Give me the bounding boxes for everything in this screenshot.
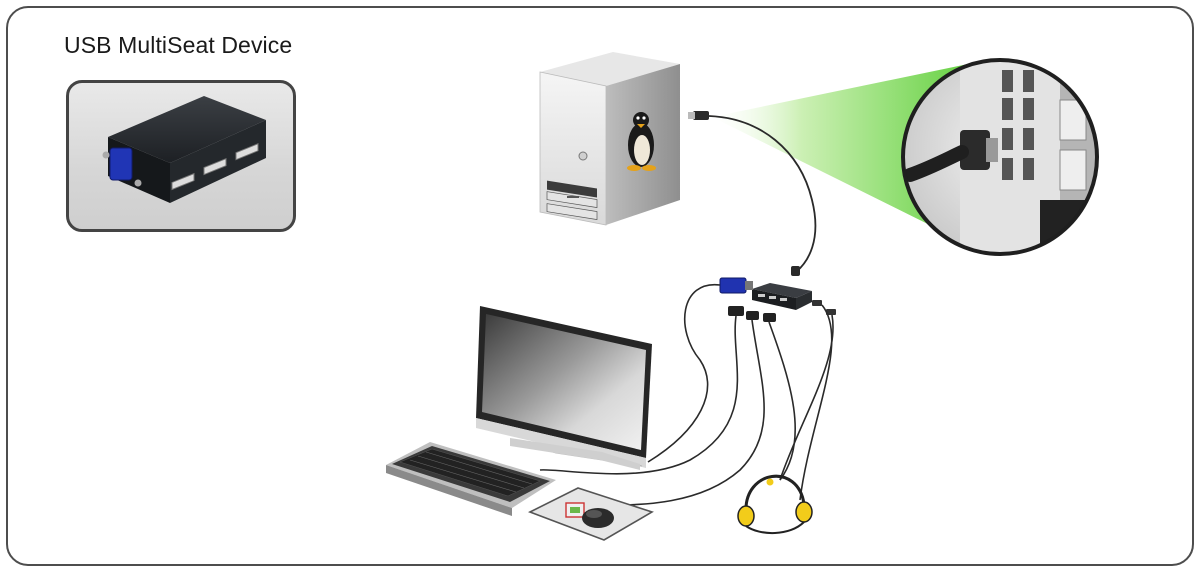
peripheral-cables — [539, 284, 834, 506]
pc-tower-icon — [539, 52, 680, 226]
zoom-magnifier-icon — [901, 58, 1099, 256]
usb-connector-icon — [688, 111, 709, 120]
diagram-title: USB MultiSeat Device — [64, 32, 293, 58]
tux-penguin-icon — [627, 112, 656, 171]
headset-icon — [737, 474, 813, 535]
monitor-icon — [476, 306, 652, 470]
keyboard-icon — [386, 442, 556, 516]
multiseat-device-icon — [102, 96, 266, 203]
usb-cable — [708, 115, 817, 273]
usb-hub-icon — [752, 283, 812, 310]
usb-b-plug — [791, 266, 800, 276]
usb-plugs — [728, 300, 836, 322]
zoom-beam — [712, 64, 968, 240]
vga-plug — [719, 277, 753, 294]
mouse-icon — [582, 508, 614, 528]
